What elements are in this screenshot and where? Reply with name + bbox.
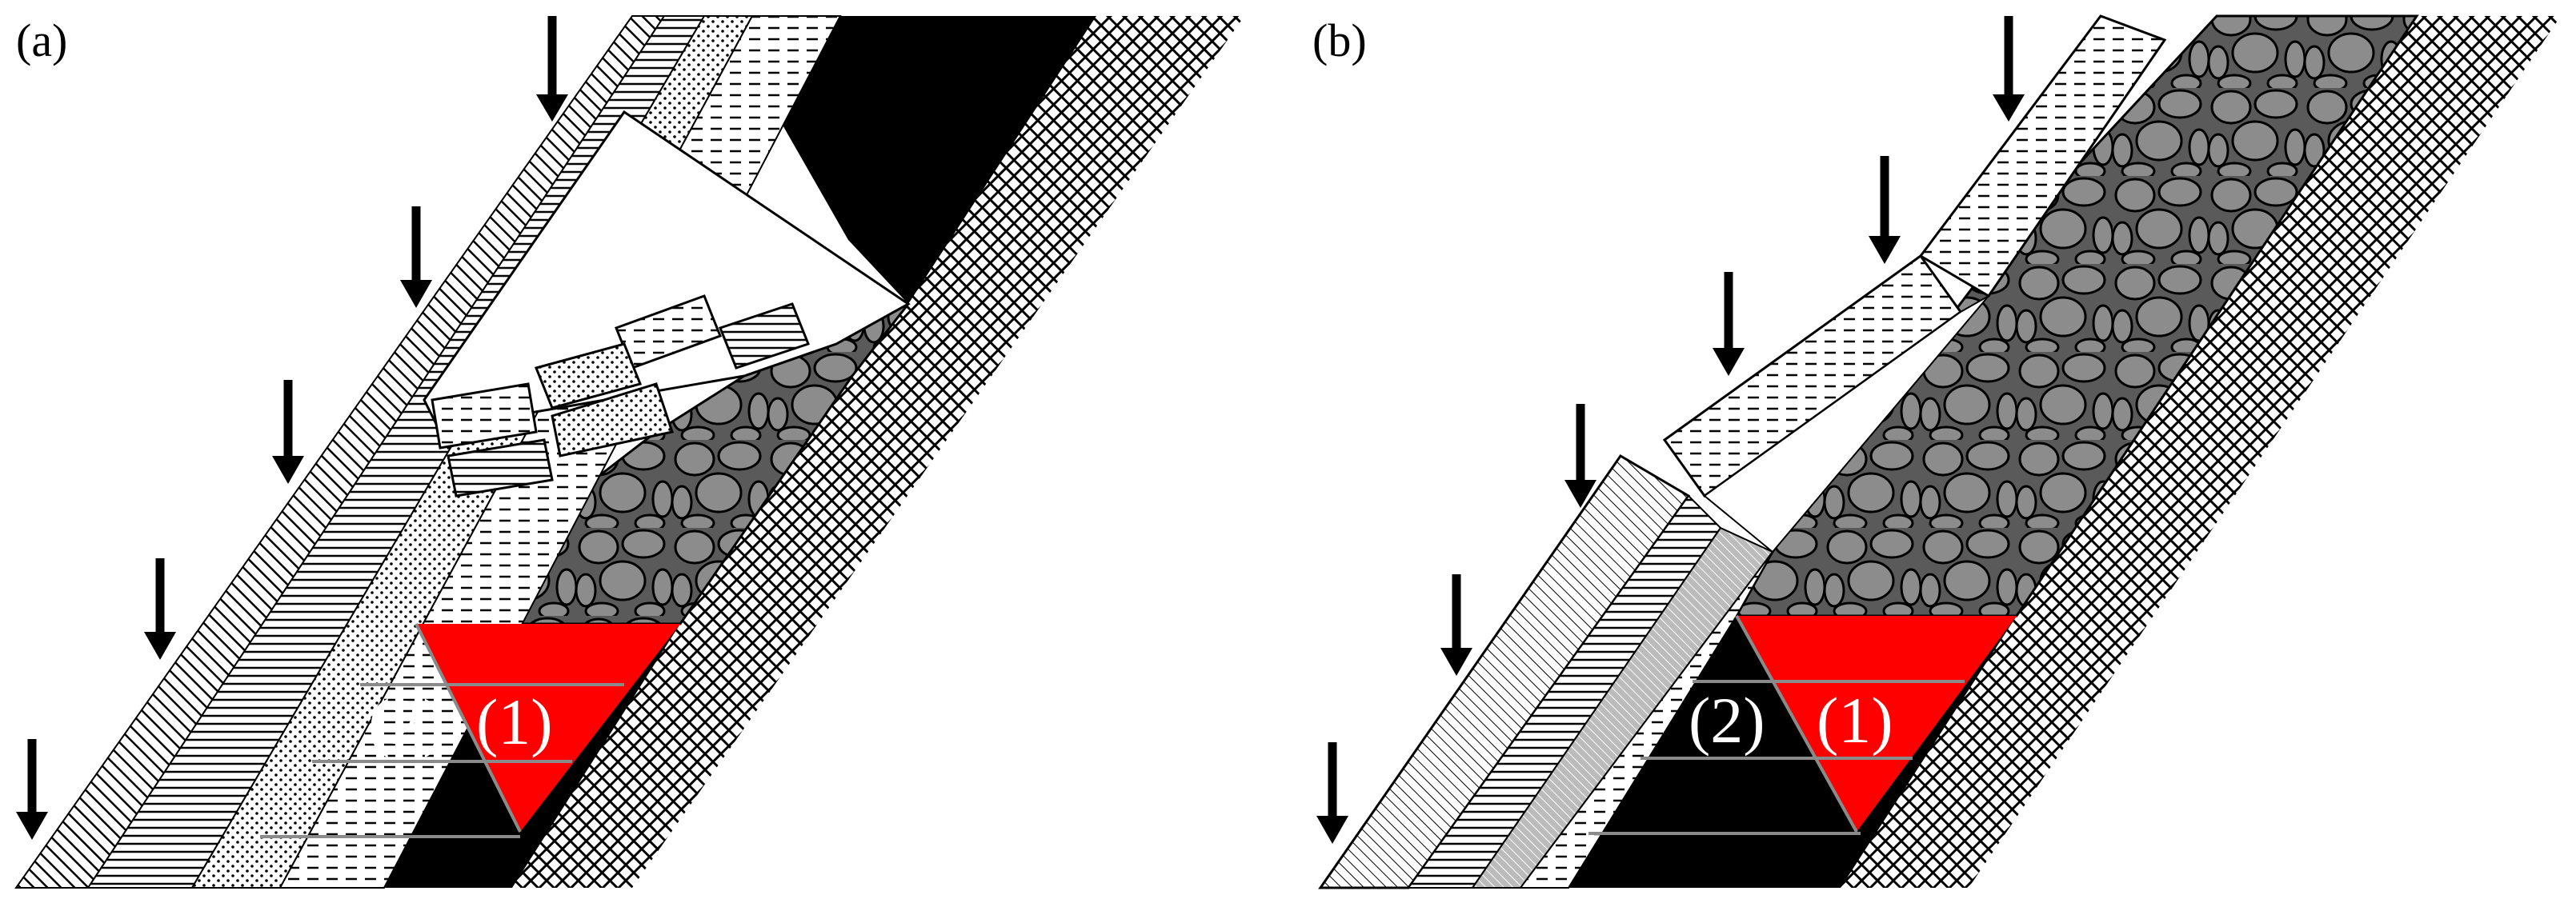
roof-layer-dash-b <box>1519 551 1773 889</box>
broken-block-3-a <box>431 382 538 450</box>
division-line-b <box>1735 615 1858 833</box>
broken-block-5-a <box>447 438 554 497</box>
division-line-a <box>415 623 522 833</box>
zone-1-a <box>416 624 680 832</box>
coal-seam-upper-a <box>720 16 1096 304</box>
down-arrow-icon <box>1713 272 1745 376</box>
broken-block-4-a <box>719 302 810 370</box>
zone-1-b <box>1737 616 2017 832</box>
cavity-b <box>1703 295 1989 553</box>
down-arrow-icon <box>272 380 304 484</box>
down-arrow-icon <box>1564 404 1596 508</box>
down-arrow-icon <box>1440 574 1472 676</box>
floor-rock-b <box>1829 16 2561 888</box>
panel-a: (a) (2) (1) <box>14 14 1244 889</box>
down-arrow-icon <box>400 206 432 308</box>
down-arrow-icon <box>1316 742 1348 844</box>
zone-2-label-a: (2) <box>368 685 445 758</box>
broken-block-2-a <box>534 342 643 410</box>
down-arrow-icon <box>1993 16 2025 122</box>
down-arrow-icon <box>536 16 568 122</box>
down-arrow-icon <box>16 739 48 840</box>
panel-b-label: (b) <box>1312 14 1367 66</box>
panel-b: (b) (2) (1) <box>1312 14 2561 889</box>
zone-2-label-b: (2) <box>1689 684 1765 757</box>
down-arrow-icon <box>1869 156 1901 264</box>
floor-rock-a <box>480 16 1244 888</box>
broken-block-6-a <box>551 382 674 457</box>
zone-1-label-a: (1) <box>476 685 553 758</box>
down-arrow-icon <box>144 558 176 660</box>
panel-a-label: (a) <box>16 14 67 66</box>
zone-1-label-b: (1) <box>1817 684 1893 757</box>
